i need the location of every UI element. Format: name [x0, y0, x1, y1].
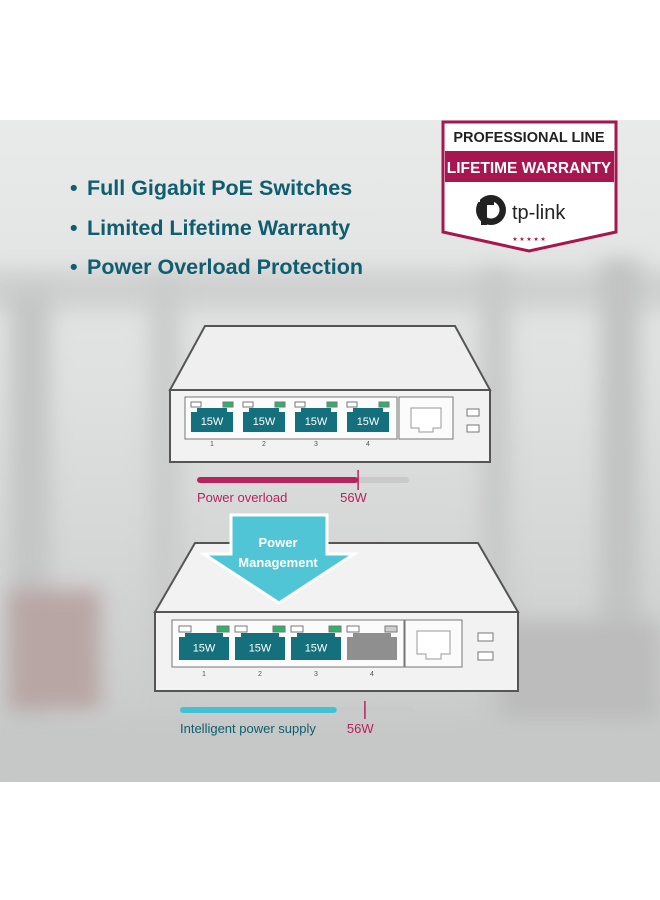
port-number-label: 4: [366, 441, 370, 448]
power-bar-fill: [180, 707, 337, 713]
bottom-switch: 15W 1 15W 2 15W 3 4: [153, 542, 520, 692]
port-number-label: 4: [370, 671, 374, 678]
power-management-arrow: Power Management: [198, 513, 360, 605]
intelligent-power-bar: Intelligent power supply 56W: [180, 701, 414, 736]
power-limit-label: 56W: [340, 490, 367, 505]
badge-professional-line: PROFESSIONAL LINE: [453, 130, 605, 146]
badge-brand: tp-link: [512, 202, 566, 224]
arrow-label-power: Power: [258, 535, 297, 550]
feature-list: •Full Gigabit PoE Switches •Limited Life…: [70, 172, 363, 291]
top-switch: 15W 1 15W 2 15W 3 15W 4: [168, 325, 492, 463]
ethernet-port-icon: 15W: [294, 401, 338, 432]
ethernet-port-icon: [346, 625, 398, 660]
feature-item: •Full Gigabit PoE Switches: [70, 176, 353, 200]
led-icon: [477, 651, 494, 661]
power-limit-label: 56W: [347, 721, 374, 736]
arrow-label-management: Management: [238, 555, 318, 570]
power-overload-bar: Power overload 56W: [197, 470, 409, 505]
led-icon: [466, 424, 480, 433]
port-number-label: 2: [262, 441, 266, 448]
port-number-label: 3: [314, 441, 318, 448]
port-power-label: 15W: [357, 416, 380, 428]
feature-item: •Power Overload Protection: [70, 255, 363, 279]
port-group: 15W 1 15W 2 15W 3 4: [178, 625, 398, 678]
ethernet-port-icon: 15W: [178, 625, 230, 660]
port-power-label: 15W: [249, 643, 272, 655]
port-power-label: 15W: [305, 643, 328, 655]
port-number-label: 2: [258, 671, 262, 678]
ethernet-port-icon: 15W: [234, 625, 286, 660]
feature-item: •Limited Lifetime Warranty: [70, 215, 351, 240]
badge-stars: ★ ★ ★ ★ ★: [512, 236, 546, 243]
port-group: 15W 1 15W 2 15W 3 15W 4: [190, 401, 390, 448]
ethernet-port-icon: 15W: [346, 401, 390, 432]
led-icon: [466, 408, 480, 417]
ethernet-port-icon: 15W: [290, 625, 342, 660]
port-number-label: 3: [314, 671, 318, 678]
intelligent-power-label: Intelligent power supply: [180, 721, 316, 736]
port-power-label: 15W: [201, 416, 224, 428]
port-number-label: 1: [202, 671, 206, 678]
port-power-label: 15W: [305, 416, 328, 428]
led-icon: [477, 632, 494, 642]
port-power-label: 15W: [193, 643, 216, 655]
ethernet-port-icon: 15W: [190, 401, 234, 432]
power-overload-label: Power overload: [197, 490, 287, 505]
tp-link-logo-icon: [470, 190, 506, 225]
warranty-badge: PROFESSIONAL LINE LIFETIME WARRANTY tp-l…: [441, 120, 618, 253]
port-number-label: 1: [210, 441, 214, 448]
ethernet-port-icon: 15W: [242, 401, 286, 432]
power-bar-fill: [197, 477, 359, 483]
port-power-label: 15W: [253, 416, 276, 428]
badge-lifetime-warranty: LIFETIME WARRANTY: [447, 160, 612, 177]
